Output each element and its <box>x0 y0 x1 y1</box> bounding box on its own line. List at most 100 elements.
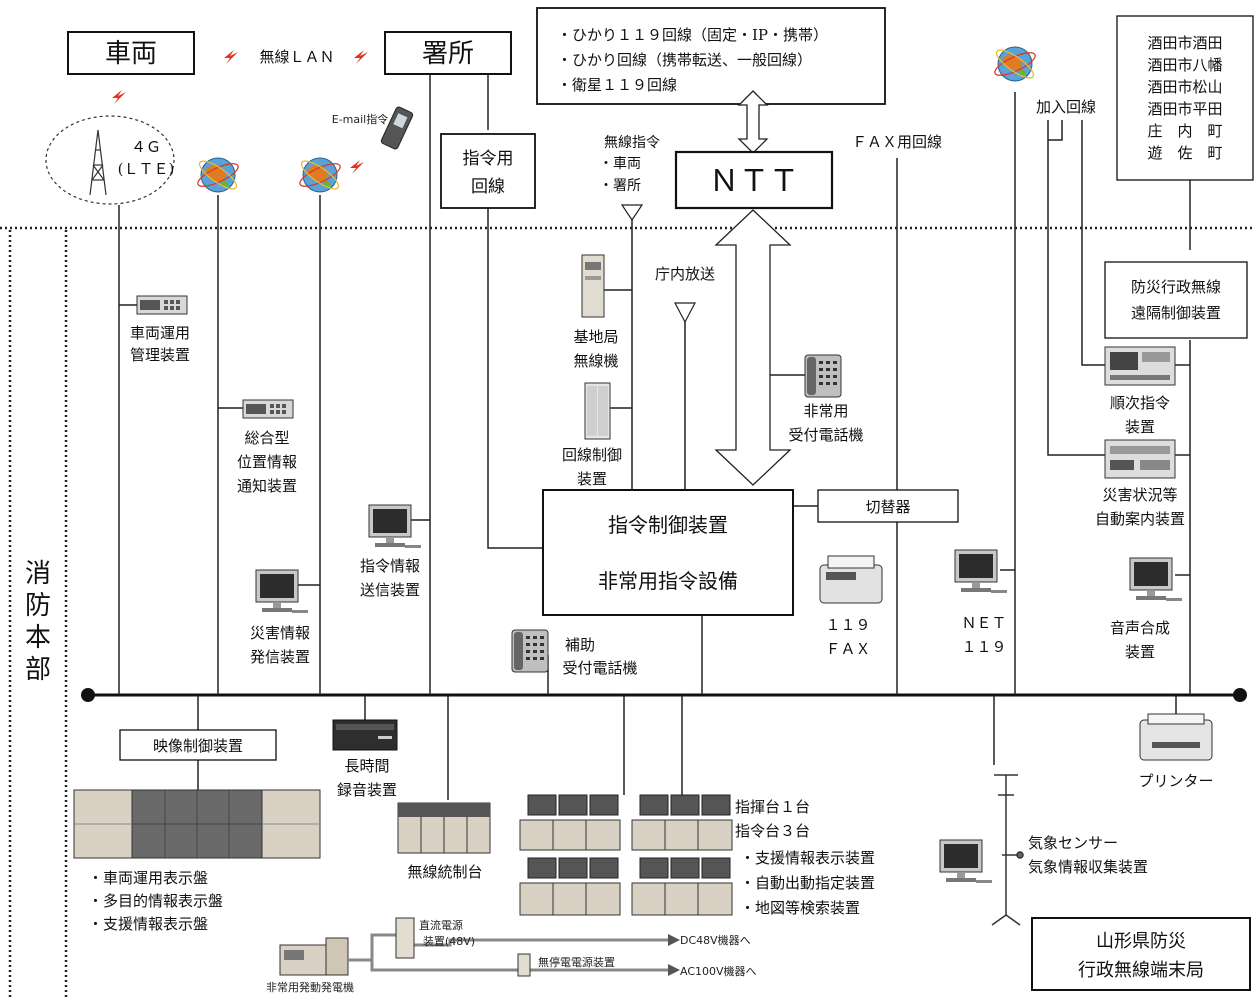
base-radio-icon <box>581 254 605 318</box>
video-control-label: 映像制御装置 <box>153 737 243 755</box>
emergency-phone-label-2: 受付電話機 <box>788 426 863 444</box>
recorder-label-2: 録音装置 <box>337 781 397 799</box>
internet-globe-icon <box>296 155 344 195</box>
service-area-box <box>1116 15 1254 181</box>
radio-console-icon <box>397 802 491 854</box>
dc-power-icon <box>395 917 415 959</box>
sequential-label-1: 順次指令 <box>1110 394 1170 412</box>
bousai-remote-label-2: 遠隔制御装置 <box>1131 304 1221 322</box>
hq-label-char: 部 <box>25 655 51 685</box>
switch-box <box>817 489 959 523</box>
antenna-tower-icon <box>89 129 107 196</box>
office-broadcast-label: 庁内放送 <box>655 265 715 283</box>
computer-icon <box>939 839 993 884</box>
signal-icon <box>354 50 368 64</box>
dispatch-line-box <box>440 133 536 209</box>
area-name: 酒田市八幡 <box>1147 56 1222 74</box>
location-notify-label-3: 通知装置 <box>237 477 297 495</box>
weather-label-2: 気象情報収集装置 <box>1028 858 1148 876</box>
area-name: 酒田市酒田 <box>1147 34 1222 52</box>
lte-label-1: ４Ｇ <box>131 138 161 156</box>
ntt-label: ＮＴＴ <box>709 164 799 199</box>
sequential-label-2: 装置 <box>1125 418 1155 436</box>
display-item: ・車両運用表示盤 <box>88 869 208 887</box>
aux-phone-label-2: 受付電話機 <box>562 659 637 677</box>
console-info: ・支援情報表示装置 <box>740 849 875 867</box>
hq-label-char: 防 <box>25 591 51 621</box>
wireless-cmd-station: ・署所 <box>599 178 641 194</box>
voice-synth-label-2: 装置 <box>1125 643 1155 661</box>
vehicle-mgmt-label-2: 管理装置 <box>130 346 190 364</box>
mobile-phone-icon <box>380 106 414 150</box>
radio-console-label: 無線統制台 <box>407 863 482 881</box>
server-unit-icon <box>136 295 188 315</box>
display-item: ・多目的情報表示盤 <box>88 892 223 910</box>
wireless-cmd-label: 無線指令 <box>604 135 660 151</box>
location-notify-label-1: 総合型 <box>244 429 289 447</box>
net119-label-2: １１９ <box>961 638 1006 656</box>
vehicle-label: 車両 <box>105 39 157 69</box>
arrow-icon <box>668 934 680 946</box>
emergency-phone-label-1: 非常用 <box>803 402 848 420</box>
wireless-lan-label: 無線ＬＡＮ <box>259 48 334 66</box>
double-arrow-icon <box>737 90 769 154</box>
auto-guide-label-2: 自動案内装置 <box>1095 510 1185 528</box>
weather-station-icon <box>991 774 1024 926</box>
aux-phone-label-1: 補助 <box>565 636 595 654</box>
email-label: E-mail指令 <box>332 112 389 126</box>
yamagata-label-2: 行政無線端末局 <box>1078 960 1204 981</box>
fax119-label-1: １１９ <box>825 616 870 634</box>
area-name: 酒田市松山 <box>1147 78 1222 96</box>
disaster-info-label-1: 災害情報 <box>250 624 310 642</box>
wireless-cmd-vehicle: ・車両 <box>599 155 641 172</box>
printer-icon <box>1139 713 1213 761</box>
auto-guide-label-1: 災害状況等 <box>1102 486 1177 504</box>
net119-label-1: ＮＥＴ <box>961 614 1006 632</box>
ntt-box <box>674 150 834 210</box>
base-radio-label-1: 基地局 <box>573 328 618 346</box>
dispatch-line-label-1: 指令用 <box>463 149 514 169</box>
sequential-unit-icon <box>1104 346 1176 386</box>
bousai-remote-box <box>1104 261 1248 339</box>
emergency-command-label: 非常用指令設備 <box>598 569 738 593</box>
dispatch-consoles-icon <box>519 794 733 916</box>
area-name: 酒田市平田 <box>1147 100 1222 118</box>
ac-output-label: AC100V機器へ <box>680 964 757 978</box>
computer-icon <box>954 549 1008 594</box>
switch-label: 切替器 <box>865 498 910 516</box>
telephone-icon <box>511 629 549 673</box>
command-control-label: 指令制御装置 <box>608 513 728 537</box>
recorder-label-1: 長時間 <box>344 757 389 775</box>
cmd-info-send-label-1: 指令情報 <box>360 557 420 575</box>
signal-icon <box>350 160 364 174</box>
lte-cloud <box>45 115 175 205</box>
fax-machine-icon <box>819 555 883 604</box>
console-info: 指令台３台 <box>735 822 810 840</box>
bus-end-right <box>1233 688 1247 702</box>
computer-icon <box>255 569 309 614</box>
disaster-info-label-2: 発信装置 <box>250 648 310 666</box>
lte-label-2: (ＬＴＥ) <box>118 160 175 178</box>
dispatch-line-label-2: 回線 <box>471 177 505 197</box>
area-name: 遊 佐 町 <box>1147 144 1222 162</box>
carrier-line-2: ・ひかり回線（携帯転送、一般回線） <box>557 51 812 69</box>
fax119-label-2: ＦＡＸ <box>825 640 870 658</box>
carrier-lines-box <box>536 7 886 105</box>
dc-power-label-1: 直流電源 <box>419 918 463 932</box>
carrier-line-3: ・衛星１１９回線 <box>557 76 677 94</box>
yamagata-label-1: 山形県防災 <box>1096 931 1186 952</box>
generator-icon <box>279 937 349 976</box>
area-name: 庄 内 町 <box>1147 122 1222 140</box>
subscriber-line-label: 加入回線 <box>1036 98 1096 116</box>
server-unit-icon <box>242 399 294 419</box>
voice-synth-label-1: 音声合成 <box>1110 619 1170 637</box>
computer-icon <box>1129 557 1183 602</box>
generator-label: 非常用発動発電機 <box>266 980 354 994</box>
arrow-icon <box>668 964 680 976</box>
ups-label: 無停電電源装置 <box>538 955 615 969</box>
internet-globe-icon <box>194 155 242 195</box>
antenna-icon <box>674 302 696 324</box>
ups-icon <box>517 953 531 977</box>
printer-label: プリンター <box>1138 772 1213 790</box>
